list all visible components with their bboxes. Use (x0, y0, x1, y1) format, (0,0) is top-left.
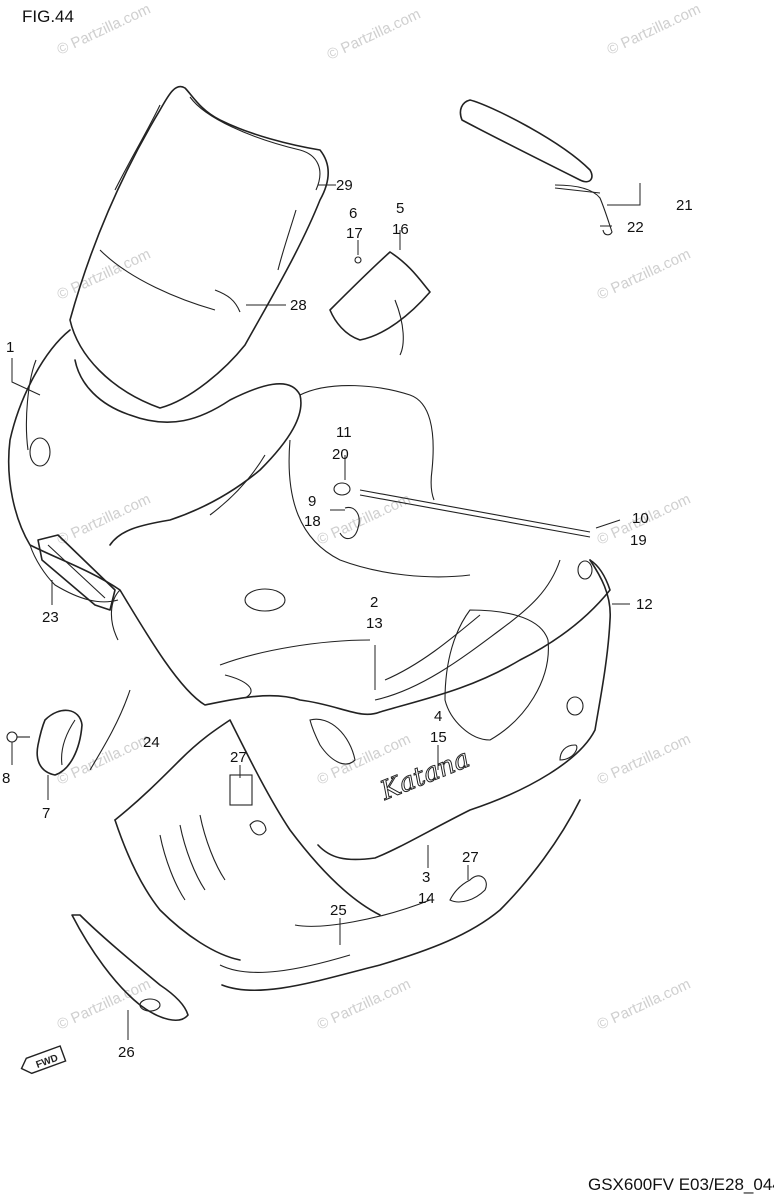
callout-13: 13 (366, 615, 383, 632)
callout-11: 11 (336, 424, 352, 441)
callout-1: 1 (6, 339, 14, 356)
callout-29: 29 (336, 177, 353, 194)
upper-cowling (7, 329, 611, 716)
cover-cap (36, 709, 83, 776)
screw (6, 731, 30, 743)
watermarks: © Partzilla.com © Partzilla.com © Partzi… (55, 1, 704, 1034)
callout-17: 17 (346, 225, 363, 242)
rod-10-19 (359, 489, 591, 538)
callout-28: 28 (290, 297, 307, 314)
mirror-bracket (459, 99, 613, 236)
callout-26: 26 (118, 1044, 135, 1061)
leader-lines (11, 183, 641, 1040)
callout-22: 22 (627, 219, 644, 236)
lower-side-panel (71, 914, 189, 1021)
watermark: © Partzilla.com (315, 491, 414, 549)
callout-9: 9 (308, 493, 316, 510)
footer-code: GSX600FV E03/E28_044 (588, 1175, 774, 1194)
callout-2: 2 (370, 594, 378, 611)
inner-panel (61, 689, 131, 771)
watermark: © Partzilla.com (55, 731, 154, 789)
nut-11-20 (333, 482, 351, 496)
callout-15: 15 (430, 729, 447, 746)
bolt-9-18 (339, 506, 360, 540)
watermark: © Partzilla.com (325, 6, 424, 64)
callout-7: 7 (42, 805, 50, 822)
callout-18: 18 (304, 513, 321, 530)
callout-27b: 27 (462, 849, 479, 866)
watermark: © Partzilla.com (595, 246, 694, 304)
watermark: © Partzilla.com (595, 731, 694, 789)
side-grille (37, 534, 116, 611)
watermark: © Partzilla.com (55, 491, 154, 549)
callout-5: 5 (396, 200, 404, 217)
callout-10: 10 (632, 510, 649, 527)
callout-21: 21 (676, 197, 693, 214)
callout-4: 4 (434, 708, 442, 725)
figure-title: FIG.44 (22, 7, 74, 26)
watermark: © Partzilla.com (605, 1, 704, 59)
callout-23: 23 (42, 609, 59, 626)
fwd-arrow-icon: FWD (20, 1045, 67, 1075)
callout-27a: 27 (230, 749, 247, 766)
callout-12: 12 (636, 596, 653, 613)
callout-labels: 1 29 28 6 17 5 16 21 22 11 20 9 18 10 19… (2, 177, 693, 1061)
callout-8: 8 (2, 770, 10, 787)
lower-cowling (114, 719, 581, 992)
callout-3: 3 (422, 869, 430, 886)
callout-14: 14 (418, 890, 435, 907)
watermark: © Partzilla.com (315, 976, 414, 1034)
callout-19: 19 (630, 532, 647, 549)
side-cowling (219, 559, 611, 861)
callout-16: 16 (392, 221, 409, 238)
small-cover (329, 251, 431, 356)
watermark: © Partzilla.com (595, 976, 694, 1034)
callout-6: 6 (349, 205, 357, 222)
windscreen (69, 85, 330, 409)
callout-25: 25 (330, 902, 347, 919)
callout-24: 24 (143, 734, 160, 751)
callout-20: 20 (332, 446, 349, 463)
